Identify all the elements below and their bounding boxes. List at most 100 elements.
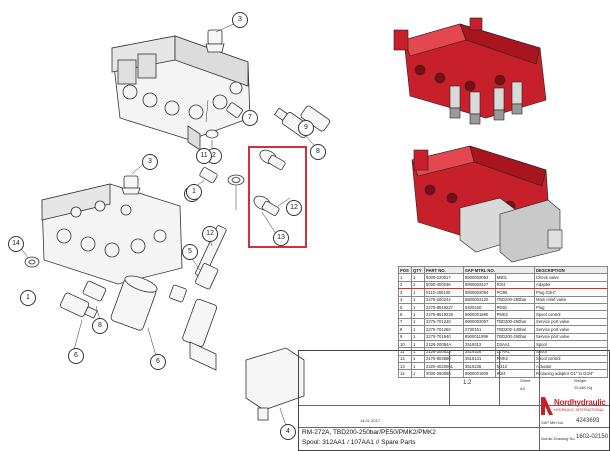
- bom-cell-desc: Plug G3/4": [534, 288, 608, 297]
- date-value: 14.01.2017: [360, 418, 381, 423]
- lower-parts: [24, 225, 305, 421]
- bom-cell-pos: 9: [398, 332, 412, 341]
- callout: 14: [8, 236, 24, 252]
- red-valve-top: [393, 17, 547, 125]
- bom-cell-desc: Service port valve: [534, 317, 608, 327]
- callout: 3: [142, 154, 158, 170]
- lower-valve-block: [41, 183, 183, 285]
- bom-cell-desc: Service port valve: [534, 325, 608, 334]
- bom-cell-desc: Reducing adaptor G1" to G3/4": [534, 369, 608, 378]
- bom-cell-part: 2000-260058: [424, 369, 464, 378]
- bom-cell-sap: 2519312: [463, 339, 496, 349]
- bom-cell-code: PG86: [494, 288, 536, 297]
- drawing-label: Nordic Drawing No.: [541, 436, 576, 441]
- upper-parts: [121, 29, 330, 216]
- bom-cell-code: TBD200-250bar: [494, 295, 536, 304]
- sap-number: 4243693: [576, 418, 600, 424]
- brand-logo: Nordhydraulic HYDRAULIC INTERNATIONAL: [541, 397, 607, 417]
- bom-cell-pos: 2: [398, 280, 412, 290]
- bom-cell-pos: 6: [398, 310, 412, 319]
- bom-cell-qty: 1: [411, 310, 425, 319]
- bom-cell-sap: 8800002120: [463, 295, 496, 304]
- bom-cell-qty: 1: [411, 302, 425, 312]
- bom-cell-part: 2275-701240: [424, 317, 464, 327]
- callout: 3: [232, 12, 248, 28]
- bom-cell-part: 2126-20084A: [424, 339, 464, 349]
- bom-cell-pos: 4: [398, 295, 412, 304]
- bom-cell-desc: Spool: [534, 339, 608, 349]
- bom-cell-sap: 8900002427: [463, 280, 496, 290]
- callout: 1: [20, 290, 36, 306]
- bom-cell-qty: 1: [411, 332, 425, 341]
- bom-cell-code: PE50: [494, 302, 536, 312]
- bom-cell-qty: 1: [411, 273, 425, 282]
- bom-cell-qty: 1: [411, 295, 425, 304]
- bom-cell-part: 2275-200244: [424, 295, 464, 304]
- bom-cell-part: 2275-8519227: [424, 302, 464, 312]
- callout: 12: [202, 226, 218, 242]
- bom-table: POS QTY PART NO. SAP MTRL NO. DESCRIPTIO…: [398, 265, 608, 378]
- drawing-number: 1602-02150: [576, 434, 609, 440]
- bom-cell-pos: 3: [398, 288, 412, 297]
- bom-cell-code: R3/4: [494, 369, 536, 378]
- bom-cell-pos: 10: [398, 339, 412, 349]
- bom-cell-sap: 8900011999: [463, 332, 496, 341]
- callout: 11: [196, 148, 212, 164]
- drawing-subtitle: Spool: 312AA1 / 107AA1 // Spare Parts: [302, 439, 416, 446]
- bom-cell-part: 2275-8519225: [424, 310, 464, 319]
- bom-cell-sap: 8900002097: [463, 317, 496, 327]
- bom-cell-part: 5000-220017: [424, 273, 464, 282]
- bom-cell-pos: 8: [398, 325, 412, 334]
- bom-header-part: PART NO.: [424, 265, 464, 275]
- drawing-title: RM-272A, TBD200-250bar/PE50/PMK2/PMK2: [302, 429, 436, 436]
- bom-cell-sap: 8900002094: [463, 288, 496, 297]
- brand-name: Nordhydraulic: [554, 398, 606, 407]
- bom-cell-desc: Spool control: [534, 310, 608, 319]
- bom-cell-code: D3AA1: [494, 339, 536, 349]
- callout: 8: [92, 318, 108, 334]
- brand-mark-icon: [541, 397, 553, 415]
- bom-cell-desc: Adapter: [534, 280, 608, 290]
- scale-value: 1:2: [463, 380, 472, 386]
- bom-cell-qty: 1: [411, 339, 425, 349]
- callout: 4: [280, 424, 296, 440]
- bom-cell-part: 5000-400036: [424, 280, 464, 290]
- weight-label: Weight: [574, 378, 587, 383]
- bom-cell-sap: 8400160: [463, 302, 496, 312]
- callout: 6: [68, 348, 84, 364]
- bom-cell-qty: 1: [411, 288, 425, 297]
- bom-header-sap: SAP MTRL NO.: [462, 265, 536, 275]
- bom-cell-sap: 8900002093: [463, 273, 496, 282]
- bom-cell-part: 2275-701940: [424, 332, 464, 341]
- bom-header-pos: POS: [398, 265, 412, 275]
- callout: 5: [182, 244, 198, 260]
- bom-cell-pos: 5: [398, 302, 412, 312]
- bom-cell-part: 0110-450100: [424, 288, 464, 297]
- bom-header-row: POS QTY PART NO. SAP MTRL NO. DESCRIPTIO…: [398, 265, 608, 275]
- bom-cell-code: PMK2: [494, 310, 536, 319]
- bom-header-desc: DESCRIPTION: [534, 265, 608, 275]
- brand-subtitle: HYDRAULIC INTERNATIONAL: [554, 408, 605, 412]
- highlight-box: [248, 146, 307, 248]
- bom-cell-code: R3/4: [494, 280, 536, 290]
- bom-cell-qty: 1: [411, 317, 425, 327]
- sheet-label: Sheet: [520, 378, 531, 383]
- sap-label: SAP Mtrl No.: [541, 420, 565, 425]
- red-valve-bottom: [411, 145, 563, 263]
- bom-cell-desc: Check valve: [534, 273, 608, 282]
- size-label: A3: [520, 386, 525, 391]
- bom-cell-sap: 8900001890: [463, 310, 496, 319]
- bom-cell-code: TBD200-250bar: [494, 317, 536, 327]
- bom-cell-desc: Main relief valve: [534, 295, 608, 304]
- bom-cell-pos: 7: [398, 317, 412, 327]
- callout: 9: [298, 120, 314, 136]
